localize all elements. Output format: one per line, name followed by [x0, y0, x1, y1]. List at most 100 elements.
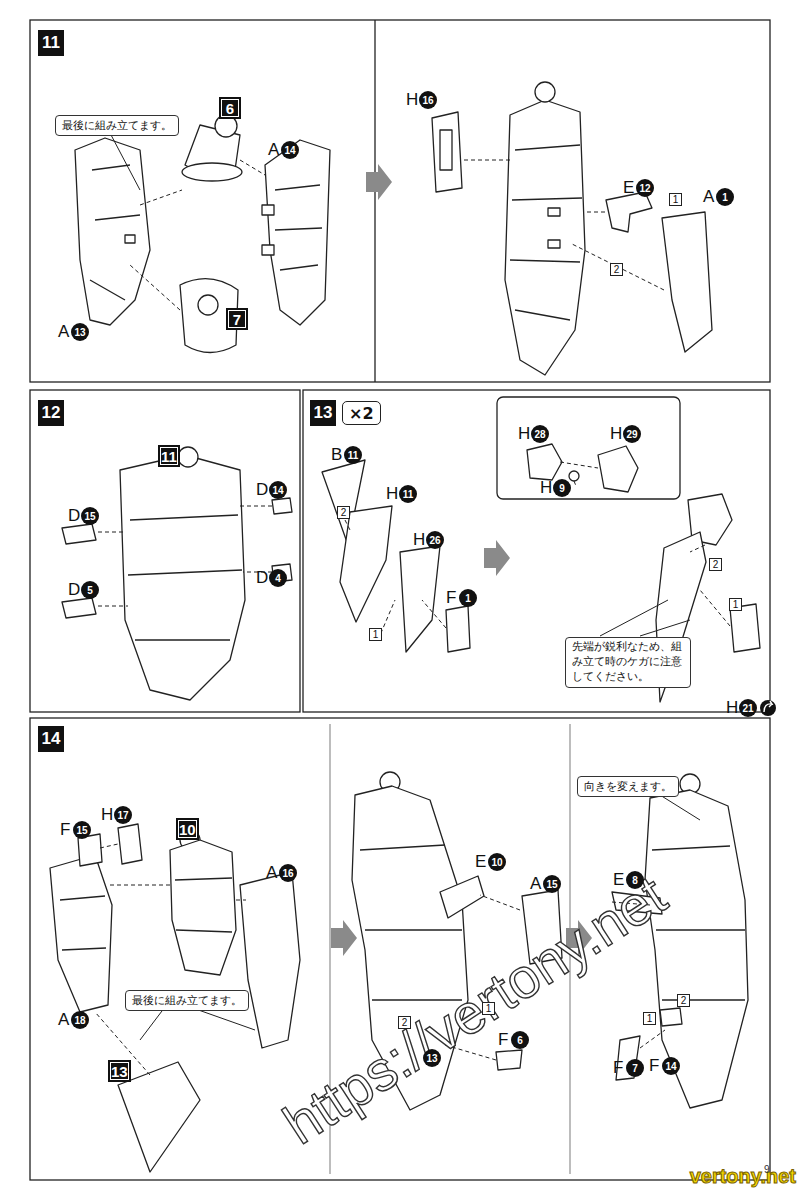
part-letter: H [406, 90, 418, 110]
part-number: 28 [531, 425, 549, 443]
part-letter: A [58, 1010, 69, 1030]
part-number: 4 [269, 569, 287, 587]
subassembly-number: 13 [108, 1060, 131, 1082]
box-text: 6 [226, 100, 234, 117]
step-number: 12 [38, 400, 64, 426]
part-letter: B [331, 445, 342, 465]
part-number: 26 [426, 531, 444, 549]
part-letter: E [475, 852, 486, 872]
step-number: 14 [38, 726, 64, 752]
box-text: 1 [373, 629, 379, 640]
box-text: 1 [486, 1003, 492, 1014]
box-text: 最後に組み立てます。 [62, 118, 172, 133]
part-number: 5 [81, 581, 99, 599]
part-number: 15 [73, 821, 91, 839]
box-text: 14 [42, 729, 61, 749]
box-text: 2 [341, 507, 347, 518]
part-letter: A [530, 874, 541, 894]
part-letter: H [386, 484, 398, 504]
part-number: 6 [511, 1031, 529, 1049]
part-letter: F [60, 820, 70, 840]
box-text: 1 [733, 599, 739, 610]
box-text: 2 [402, 1017, 408, 1028]
box-text: 13 [314, 403, 333, 423]
part-number: 13 [71, 323, 89, 341]
part-letter: A [268, 140, 279, 160]
watermark: vertony.net [690, 1165, 796, 1188]
box-text: 先端が鋭利なため、組み立て時のケガに注意してください。 [572, 640, 684, 685]
watermark: https://vertony.net [274, 865, 677, 1155]
quantity-box: ×2 [342, 401, 381, 425]
order-number: 1 [669, 193, 682, 206]
part-letter: D [256, 568, 268, 588]
subassembly-number: 10 [176, 818, 199, 840]
part-number: 10 [488, 853, 506, 871]
step-number: 11 [38, 30, 64, 56]
part-number: 16 [279, 864, 297, 882]
part-letter: H [518, 424, 530, 444]
step-number: 13 [310, 400, 336, 426]
order-number: 1 [482, 1002, 495, 1015]
part-number: 14 [662, 1057, 680, 1075]
note-box: 最後に組み立てます。 [55, 115, 179, 136]
part-number: 14 [281, 141, 299, 159]
part-letter: E [623, 178, 634, 198]
part-number: 11 [344, 446, 362, 464]
part-number: 9 [553, 479, 571, 497]
part-number: 11 [399, 485, 417, 503]
part-letter: H [610, 424, 622, 444]
part-number: 12 [636, 179, 654, 197]
part-letter: D [68, 580, 80, 600]
note-box: 最後に組み立てます。 [125, 990, 249, 1011]
box-text: 10 [179, 821, 196, 838]
box-text: 1 [673, 194, 679, 205]
part-letter: D [256, 480, 268, 500]
subassembly-number: 11 [158, 445, 180, 467]
part-letter: E [613, 870, 624, 890]
part-number: 15 [81, 507, 99, 525]
part-letter: H [101, 805, 113, 825]
box-text: 2 [614, 264, 620, 275]
part-letter: F [613, 1058, 623, 1078]
part-letter: D [68, 506, 80, 526]
box-text: 向きを変えます。 [584, 779, 672, 794]
box-text: 12 [42, 403, 61, 423]
page-number: 9 [764, 1164, 770, 1175]
order-number: 1 [729, 598, 742, 611]
box-text: 11 [42, 33, 60, 53]
part-letter: F [649, 1056, 659, 1076]
box-text: 7 [233, 311, 241, 328]
part-number: 29 [623, 425, 641, 443]
order-number: 2 [677, 994, 690, 1007]
box-text: 11 [161, 448, 177, 465]
part-letter: F [498, 1030, 508, 1050]
subassembly-number: 6 [219, 97, 241, 119]
box-text: 最後に組み立てます。 [132, 993, 242, 1008]
order-number: 2 [337, 506, 350, 519]
part-number: 17 [114, 806, 132, 824]
part-number: 13 [423, 1049, 441, 1067]
subassembly-number: 7 [226, 308, 248, 330]
part-letter: F [446, 588, 456, 608]
order-number: 2 [398, 1016, 411, 1029]
part-letter: H [726, 698, 738, 718]
part-letter: H [540, 478, 552, 498]
order-number: 2 [610, 263, 623, 276]
box-text: 1 [647, 1013, 653, 1024]
note-box: 向きを変えます。 [577, 776, 679, 797]
part-number: 15 [543, 875, 561, 893]
part-letter: A [703, 187, 714, 207]
part-number: 8 [626, 871, 644, 889]
part-number: 1 [716, 188, 734, 206]
order-number: 1 [369, 628, 382, 641]
part-letter: A [58, 322, 69, 342]
part-number: 18 [71, 1011, 89, 1029]
box-text: 13 [111, 1063, 128, 1080]
note-box: 先端が鋭利なため、組み立て時のケガに注意してください。 [565, 637, 691, 688]
box-text: 2 [681, 995, 687, 1006]
order-number: 2 [709, 558, 722, 571]
part-letter: H [413, 530, 425, 550]
part-number: 7 [626, 1059, 644, 1077]
order-number: 1 [643, 1012, 656, 1025]
